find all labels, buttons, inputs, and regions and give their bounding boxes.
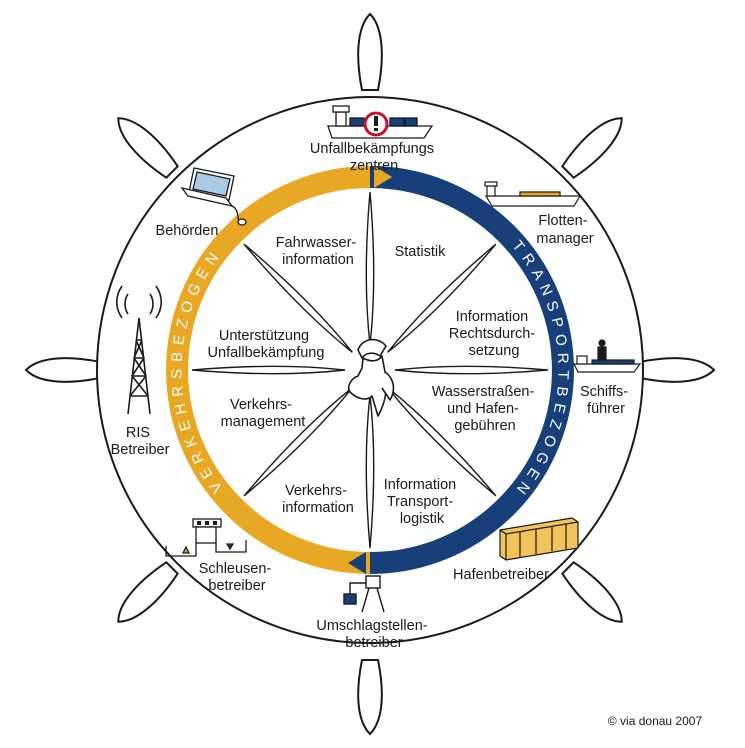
inner-label-transportlogistik: Information Transport- logistik <box>384 477 461 527</box>
spoke-left <box>191 365 346 375</box>
inner-label-rechtsdurchsetzung: Information Rechtsdurch- setzung <box>449 309 539 359</box>
handle-right <box>639 357 716 383</box>
ship-captain-icon <box>573 339 642 373</box>
handle-left <box>24 357 101 383</box>
spoke-top-right <box>387 243 497 353</box>
outer-label-umschlag: Umschlagstellen- betreiber <box>316 618 431 651</box>
outer-label-hafen: Hafenbetreiber <box>453 567 549 583</box>
wheel-spokes <box>191 191 549 549</box>
handle-bottom-right <box>561 561 623 623</box>
ring-right <box>369 166 574 574</box>
inner-label-verkehrsmanagement: Verkehrs- management <box>221 397 306 430</box>
ship-alert-icon <box>327 105 434 139</box>
barge-icon <box>484 181 582 207</box>
handle-top-left <box>117 117 179 179</box>
spoke-top-left <box>243 243 353 353</box>
outer-label-schiffs: Schiffs- führer <box>580 384 632 417</box>
handle-top-right <box>561 117 623 179</box>
inner-label-unterstuetzung: Unterstützung Unfallbekämpfung <box>208 328 325 361</box>
outer-label-flotten: Flotten- manager <box>536 213 593 247</box>
outer-label-unfall: Unfallbekämpfungs zentren <box>310 141 438 174</box>
outer-label-ris: RIS Betreiber <box>111 425 170 458</box>
wheel-handles <box>24 12 716 736</box>
outer-label-schleusen: Schleusen- betreiber <box>199 561 276 594</box>
spoke-right <box>394 365 549 375</box>
lock-icon <box>165 518 247 557</box>
inner-label-fahrwasser: Fahrwasser- information <box>276 235 361 268</box>
ring-left <box>166 166 371 574</box>
computer-icon <box>180 167 247 226</box>
antenna-tower-icon <box>115 285 163 415</box>
crane-icon <box>343 575 385 613</box>
helmsman-icon <box>347 338 395 417</box>
inner-label-verkehrsinformation: Verkehrs- information <box>282 483 354 516</box>
outer-label-behoerden: Behörden <box>156 223 219 239</box>
inner-label-wasserstrassen: Wasserstraßen- und Hafen- gebühren <box>432 384 539 434</box>
ring-arrow-top <box>374 166 392 188</box>
warehouse-icon <box>499 517 579 561</box>
copyright-text: © via donau 2007 <box>608 714 703 728</box>
ring-arrow-bottom <box>348 552 366 574</box>
handle-bottom <box>357 659 383 736</box>
inner-label-statistik: Statistik <box>395 244 447 260</box>
handle-top <box>357 12 383 91</box>
handle-bottom-left <box>117 561 179 623</box>
